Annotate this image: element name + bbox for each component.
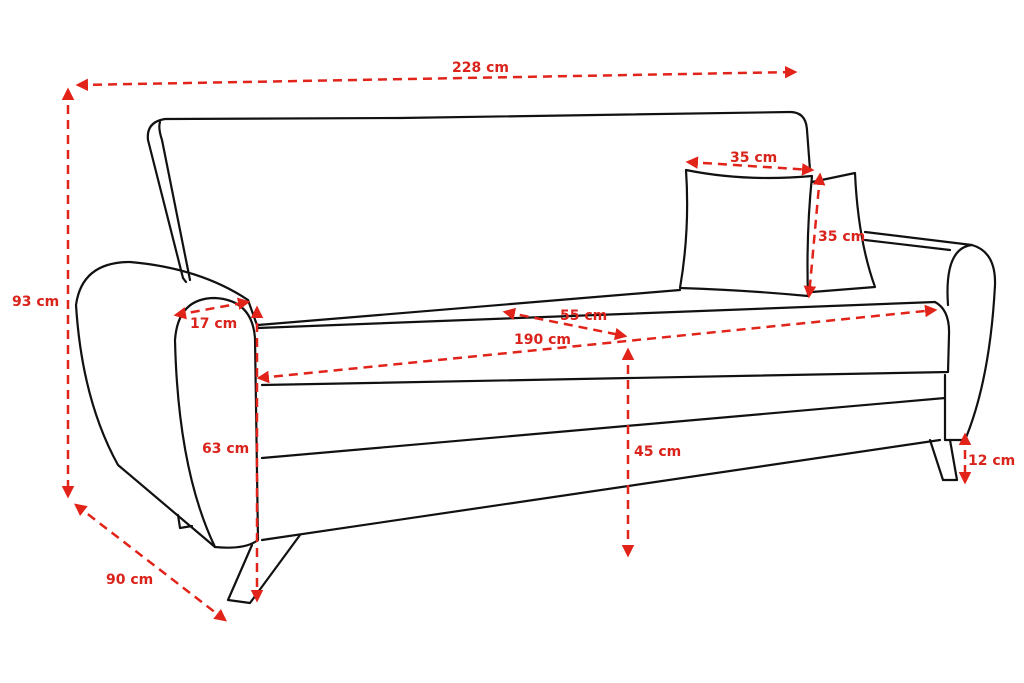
- label-depth: 90 cm: [106, 572, 153, 588]
- left-arm-outer: [74, 260, 250, 549]
- label-pillow-height: 35 cm: [818, 229, 865, 245]
- label-arm-width: 17 cm: [190, 316, 237, 332]
- label-seat-depth: 55 cm: [560, 308, 607, 324]
- label-pillow-width: 35 cm: [730, 150, 777, 166]
- dim-line-seat-width: [256, 304, 938, 384]
- dim-line-depth: [74, 503, 227, 622]
- pillow-right: [810, 171, 877, 294]
- label-overall-width: 228 cm: [452, 60, 509, 76]
- dim-line-arm-width: [173, 297, 251, 320]
- seat-cushion: [256, 300, 951, 387]
- label-leg-height: 12 cm: [968, 453, 1015, 469]
- backrest-side: [158, 120, 192, 282]
- dim-line-pillow-height: [803, 172, 826, 299]
- right-leg: [928, 438, 959, 482]
- backrest: [146, 110, 812, 280]
- label-seat-height: 45 cm: [634, 444, 681, 460]
- left-arm-front: [173, 296, 260, 549]
- dimension-lines: [61, 65, 972, 622]
- left-leg: [226, 533, 302, 605]
- pillow-left: [678, 168, 814, 298]
- sofa-outline: [74, 110, 997, 605]
- dim-line-pillow-width: [685, 156, 815, 176]
- dimension-labels: 228 cm 93 cm 90 cm 17 cm 63 cm 55 cm 190…: [12, 60, 1015, 588]
- right-arm: [863, 230, 997, 442]
- label-seat-width: 190 cm: [514, 332, 571, 348]
- seat-base: [260, 373, 947, 542]
- dim-line-overall-width: [75, 65, 798, 92]
- label-arm-height: 63 cm: [202, 441, 249, 457]
- label-overall-height: 93 cm: [12, 294, 59, 310]
